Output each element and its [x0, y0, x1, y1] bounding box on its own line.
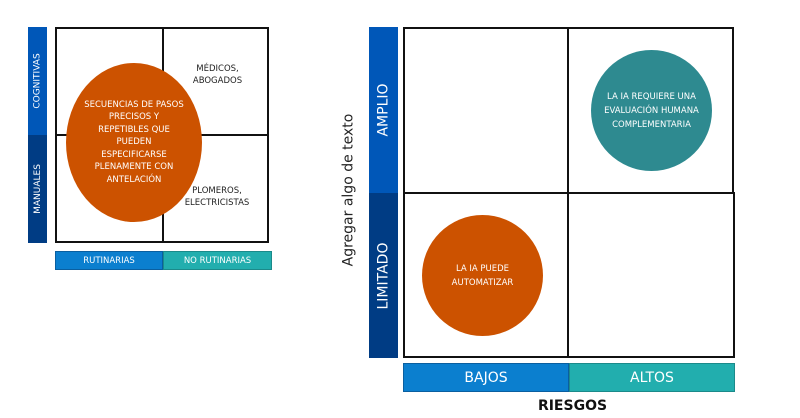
ellipse-text: SECUENCIAS DE PASOS PRECISOS Y REPETIBLE… [84, 99, 184, 185]
cell-bottom-right [567, 192, 735, 358]
y-axis-title: Agregar algo de texto [333, 100, 363, 280]
col-label-bajos: BAJOS [403, 363, 569, 392]
x-axis-title: RIESGOS [537, 398, 608, 414]
y-axis-title-text: Agregar algo de texto [340, 113, 356, 267]
col-label-no-rutinarias: NO RUTINARIAS [163, 251, 272, 270]
row-label-manuales: MANUALES [28, 135, 47, 243]
row-label-cognitivas: COGNITIVAS [28, 27, 47, 135]
routine-tasks-ellipse: SECUENCIAS DE PASOS PRECISOS Y REPETIBLE… [66, 63, 202, 222]
row-label-text: MANUALES [32, 164, 43, 214]
col-label-rutinarias: RUTINARIAS [55, 251, 163, 270]
label-plomeros-electricistas: PLOMEROS, ELECTRICISTAS [184, 186, 250, 208]
circle-text: LA IA REQUIERE UNA EVALUACIÓN HUMANA COM… [604, 91, 699, 130]
circle-text: LA IA PUEDE AUTOMATIZAR [451, 263, 514, 288]
row-label-text: COGNITIVAS [32, 53, 43, 109]
row-label-limitado: LIMITADO [369, 193, 398, 358]
automate-circle: LA IA PUEDE AUTOMATIZAR [422, 215, 543, 336]
row-label-amplio: AMPLIO [369, 27, 398, 193]
cell-top-left [403, 27, 569, 194]
human-evaluation-circle: LA IA REQUIERE UNA EVALUACIÓN HUMANA COM… [591, 50, 712, 171]
label-medicos-abogados: MÉDICOS, ABOGADOS [192, 64, 243, 86]
col-label-altos: ALTOS [569, 363, 735, 392]
row-label-text: LIMITADO [375, 242, 392, 309]
row-label-text: AMPLIO [375, 83, 392, 137]
